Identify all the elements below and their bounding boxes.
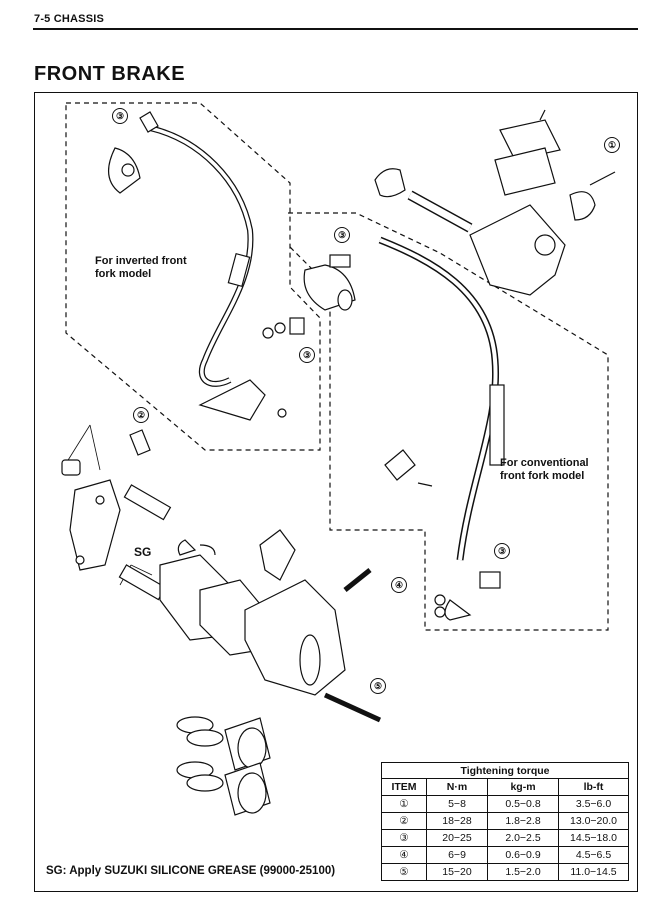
torque-table: Tightening torque ITEM N·m kg-m lb-ft ① …	[381, 762, 629, 881]
nm-cell: 18−28	[426, 812, 488, 830]
torque-caption: Tightening torque	[381, 762, 629, 779]
kgm-cell: 2.0−2.5	[487, 829, 559, 847]
lbft-cell: 3.5−6.0	[558, 795, 629, 813]
master-cylinder	[374, 109, 616, 296]
table-row: ② 18−28 1.8−2.8 13.0−20.0	[381, 812, 629, 830]
item-cell: ⑤	[381, 863, 427, 881]
nm-cell: 15−20	[426, 863, 488, 881]
col-header-nm: N·m	[426, 778, 488, 796]
item-cell: ③	[381, 829, 427, 847]
nm-cell: 5−8	[426, 795, 488, 813]
diagram-frame	[34, 92, 638, 892]
item-cell: ④	[381, 846, 427, 864]
caliper-pistons	[176, 716, 271, 816]
table-row: ④ 6−9 0.6−0.9 4.5−6.5	[381, 846, 629, 864]
inverted-fork-note: For inverted front fork model	[95, 255, 187, 281]
callout-3-inverted-top: ③	[112, 108, 128, 124]
lbft-cell: 13.0−20.0	[558, 812, 629, 830]
header-rule	[33, 28, 638, 30]
inverted-brake-hose	[108, 111, 305, 421]
kgm-cell: 0.6−0.9	[487, 846, 559, 864]
col-header-item: ITEM	[381, 778, 427, 796]
kgm-cell: 1.8−2.8	[487, 812, 559, 830]
caliper-assembly	[61, 429, 382, 723]
sg-label: SG	[134, 545, 152, 559]
grease-footnote: SG: Apply SUZUKI SILICONE GREASE (99000-…	[46, 865, 336, 877]
conventional-model-boundary	[287, 212, 609, 631]
inverted-note-line1: For inverted front	[95, 255, 187, 267]
table-row: ① 5−8 0.5−0.8 3.5−6.0	[381, 795, 629, 813]
callout-2-bracket: ②	[133, 407, 149, 423]
nm-cell: 20−25	[426, 829, 488, 847]
table-row: ③ 20−25 2.0−2.5 14.5−18.0	[381, 829, 629, 847]
nm-cell: 6−9	[426, 846, 488, 864]
callout-1-master: ①	[604, 137, 620, 153]
conventional-note-line1: For conventional	[500, 457, 589, 469]
conventional-note-line2: front fork model	[500, 470, 585, 482]
page-title: FRONT BRAKE	[34, 63, 186, 85]
lbft-cell: 14.5−18.0	[558, 829, 629, 847]
kgm-cell: 0.5−0.8	[487, 795, 559, 813]
inverted-model-boundary	[65, 102, 321, 451]
callout-3-conventional-top: ③	[334, 227, 350, 243]
callout-5-pin: ⑤	[370, 678, 386, 694]
inverted-note-line2: fork model	[95, 268, 152, 280]
callout-3-inverted-bottom: ③	[299, 347, 315, 363]
item-cell: ①	[381, 795, 427, 813]
callout-4-bleeder: ④	[391, 577, 407, 593]
lbft-cell: 4.5−6.5	[558, 846, 629, 864]
col-header-kgm: kg-m	[487, 778, 559, 796]
col-header-lbft: lb-ft	[558, 778, 629, 796]
conventional-fork-note: For conventional front fork model	[500, 457, 589, 483]
conventional-brake-hose	[303, 236, 505, 621]
section-header: 7-5 CHASSIS	[34, 13, 105, 25]
table-row: ⑤ 15−20 1.5−2.0 11.0−14.5	[381, 863, 629, 881]
callout-3-conventional-bottom: ③	[494, 543, 510, 559]
lbft-cell: 11.0−14.5	[558, 863, 629, 881]
kgm-cell: 1.5−2.0	[487, 863, 559, 881]
item-cell: ②	[381, 812, 427, 830]
